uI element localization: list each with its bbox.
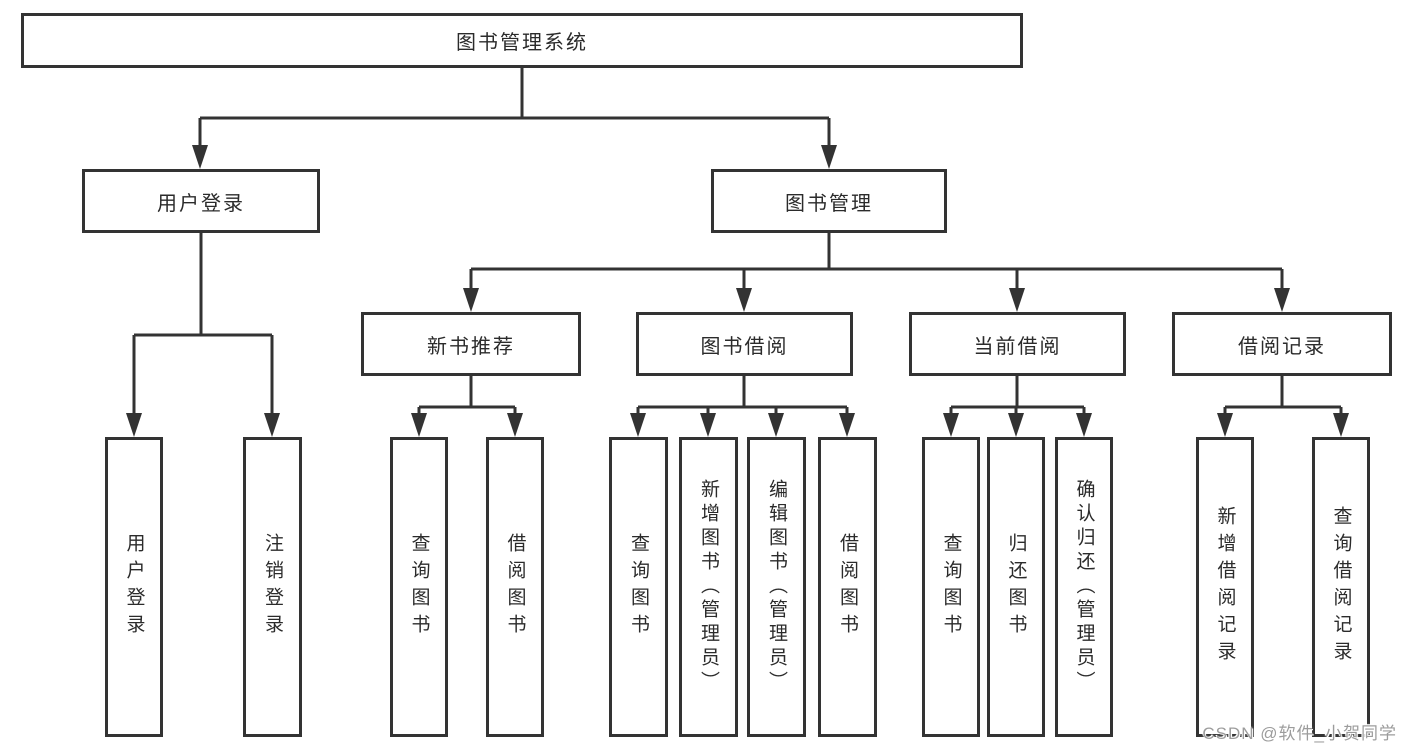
connector-mgmt-to-level3 [469, 233, 1284, 290]
leaf-return-books: 归还图书 [987, 437, 1045, 737]
leaf-label: 借阅图书 [837, 533, 858, 641]
leaf-label: 查询借阅记录 [1330, 506, 1352, 668]
connector-rec-to-leaves [417, 376, 517, 415]
leaf-query-books-borrow: 查询图书 [609, 437, 668, 737]
leaf-label: 编辑图书（管理员） [766, 479, 787, 695]
arrowheads [126, 145, 1349, 437]
leaf-borrow-books-recommend: 借阅图书 [486, 437, 544, 737]
connector-record-to-leaves [1223, 376, 1343, 415]
node-user-login: 用户登录 [82, 169, 320, 233]
leaf-user-login: 用户登录 [105, 437, 163, 737]
leaf-label: 借阅图书 [504, 533, 526, 641]
node-book-management: 图书管理 [711, 169, 947, 233]
leaf-add-books-admin: 新增图书（管理员） [679, 437, 738, 737]
leaf-add-borrow-record: 新增借阅记录 [1196, 437, 1254, 737]
connector-root-to-level2 [198, 68, 831, 147]
leaf-query-borrow-record: 查询借阅记录 [1312, 437, 1370, 737]
connector-login-to-leaves [132, 233, 274, 415]
connector-borrow-to-leaves [636, 376, 849, 415]
leaf-label: 查询图书 [628, 533, 649, 641]
connector-current-to-leaves [949, 376, 1086, 415]
leaf-query-books-current: 查询图书 [922, 437, 980, 737]
csdn-watermark: CSDN @软件_小贺同学 [1202, 724, 1397, 743]
node-current-borrowing: 当前借阅 [909, 312, 1126, 376]
leaf-label: 查询图书 [408, 533, 430, 641]
leaf-label: 用户登录 [123, 533, 145, 641]
leaf-label: 查询图书 [940, 533, 962, 641]
leaf-logout: 注销登录 [243, 437, 302, 737]
leaf-label: 新增借阅记录 [1214, 506, 1236, 668]
leaf-confirm-return-admin: 确认归还（管理员） [1055, 437, 1113, 737]
leaf-borrow-books: 借阅图书 [818, 437, 877, 737]
leaf-label: 新增图书（管理员） [698, 479, 719, 695]
leaf-label: 注销登录 [262, 533, 283, 641]
leaf-query-books-recommend: 查询图书 [390, 437, 448, 737]
node-borrowing-records: 借阅记录 [1172, 312, 1392, 376]
node-book-borrowing: 图书借阅 [636, 312, 853, 376]
node-new-book-recommendation: 新书推荐 [361, 312, 581, 376]
leaf-label: 归还图书 [1005, 533, 1027, 641]
node-library-system: 图书管理系统 [21, 13, 1023, 68]
leaf-edit-books-admin: 编辑图书（管理员） [747, 437, 806, 737]
leaf-label: 确认归还（管理员） [1073, 479, 1095, 695]
